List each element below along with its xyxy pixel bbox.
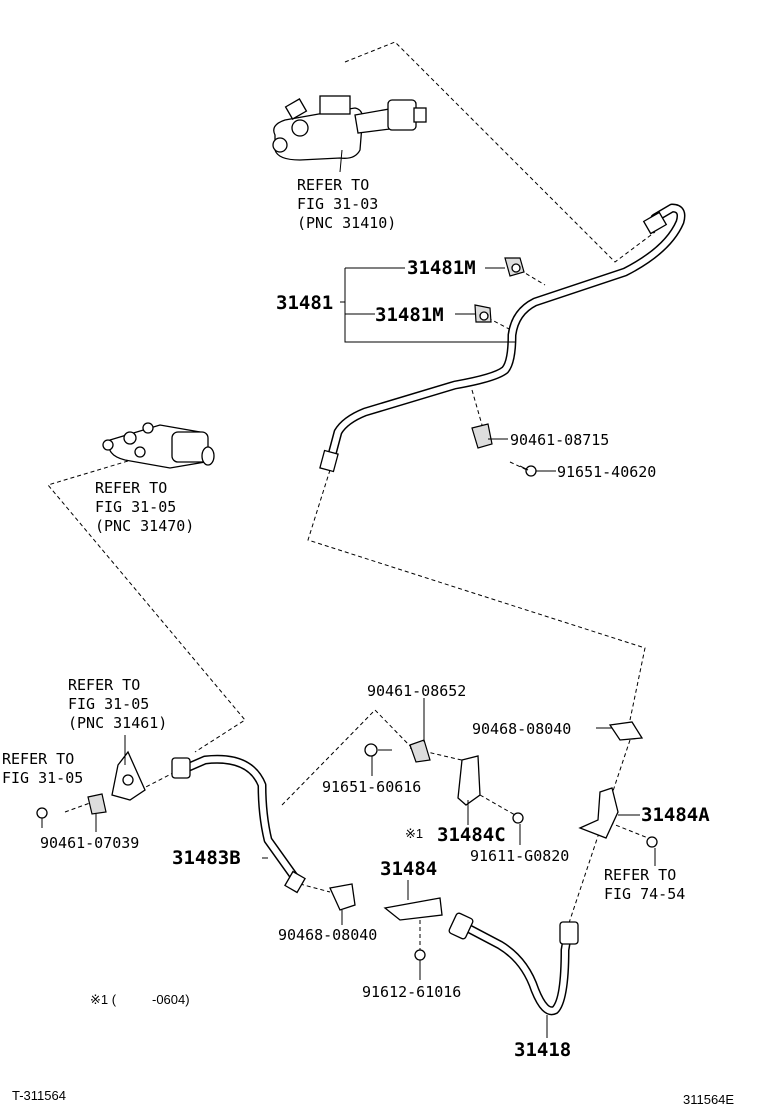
bolt-fig-31-05: [36, 807, 48, 819]
bracket-fig-31-05-pnc-31461: [111, 750, 146, 801]
ref-fig-74-54-line2: FIG 74-54: [604, 885, 685, 903]
bracket-31484c: [457, 755, 481, 806]
label-90461-07039: 90461-07039: [40, 834, 139, 852]
ref-fig-31-05-a-line3: (PNC 31470): [95, 517, 194, 535]
label-31481: 31481: [276, 292, 333, 314]
bolt-91651-60616: [364, 743, 392, 757]
clip-31481m-b: [474, 304, 492, 323]
clamp-90468-08040-b: [329, 883, 356, 911]
ref-fig-31-05-a-line1: REFER TO: [95, 479, 167, 497]
label-91611-g0820: 91611-G0820: [470, 847, 569, 865]
ref-fig-31-05-b-line3: (PNC 31461): [68, 714, 167, 732]
clip-31481m-a: [504, 257, 525, 277]
label-31481m-b: 31481M: [375, 304, 444, 326]
label-90461-08715: 90461-08715: [510, 431, 609, 449]
footer-left-code: T-311564: [12, 1088, 66, 1103]
ref-fig-74-54-line1: REFER TO: [604, 866, 676, 884]
flexible-hose-31418: [448, 912, 579, 1016]
bolt-91651-40620: [519, 465, 537, 477]
bracket-31484: [383, 897, 443, 921]
ref-fig-31-05-b-line2: FIG 31-05: [68, 695, 149, 713]
label-91612-61016: 91612-61016: [362, 983, 461, 1001]
clutch-release-cylinder: [102, 422, 215, 469]
ref-fig-31-05-c-line2: FIG 31-05: [2, 769, 83, 787]
bolt-91612-61016: [414, 949, 426, 961]
label-31484c: 31484C: [437, 824, 506, 846]
label-31481m-a: 31481M: [407, 257, 476, 279]
ref-fig-31-05-c-line1: REFER TO: [2, 750, 74, 768]
bolt-91611-g0820: [512, 812, 524, 824]
label-31484: 31484: [380, 858, 437, 880]
ref-fig-31-03-line3: (PNC 31410): [297, 214, 396, 232]
clamp-90468-08040-a: [608, 721, 644, 741]
label-90461-08652: 90461-08652: [367, 682, 466, 700]
leader-lines: [41, 267, 656, 1038]
label-90468-08040-b: 90468-08040: [278, 926, 377, 944]
note-mark-1: ※1: [405, 826, 423, 841]
clip-90461-07039: [87, 793, 107, 815]
note-date-range: -0604): [152, 992, 190, 1007]
label-31483b: 31483B: [172, 847, 241, 869]
label-31484a: 31484A: [641, 804, 710, 826]
ref-fig-31-05-b-line1: REFER TO: [68, 676, 140, 694]
ref-fig-31-03-line2: FIG 31-03: [297, 195, 378, 213]
clip-90461-08652: [409, 739, 431, 763]
footer-right-code: 311564E: [683, 1092, 734, 1107]
clamp-90461-08715: [471, 423, 493, 449]
ref-fig-31-03-line1: REFER TO: [297, 176, 369, 194]
ref-fig-31-05-a-line2: FIG 31-05: [95, 498, 176, 516]
label-91651-60616: 91651-60616: [322, 778, 421, 796]
note-applicability: ※1 (: [90, 992, 117, 1007]
label-91651-40620: 91651-40620: [557, 463, 656, 481]
clutch-tube-31483b: [171, 754, 306, 894]
label-31418: 31418: [514, 1039, 571, 1061]
clutch-master-cylinder: [272, 95, 427, 173]
bracket-31484a: [578, 787, 619, 839]
clutch-tube-31481: [319, 203, 686, 473]
label-90468-08040-a: 90468-08040: [472, 720, 571, 738]
bolt-fig-74-54: [646, 836, 658, 848]
